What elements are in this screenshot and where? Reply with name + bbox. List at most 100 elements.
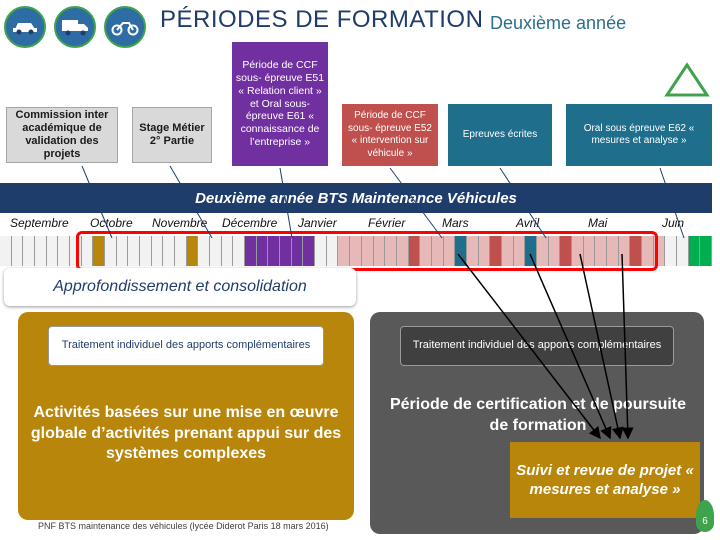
timeline-cell bbox=[186, 236, 199, 266]
oral-e62-box: Oral sous épreuve E62 « mesures et analy… bbox=[566, 104, 712, 166]
timeline-cell bbox=[501, 236, 514, 266]
month-label: Mars bbox=[442, 216, 469, 230]
timeline-cell bbox=[280, 236, 292, 266]
page-title: PÉRIODES DE FORMATION bbox=[160, 6, 484, 33]
timeline-cell bbox=[245, 236, 257, 266]
timeline-cell bbox=[571, 236, 584, 266]
commission-connector bbox=[81, 165, 113, 239]
month-label: Juin bbox=[662, 216, 685, 230]
right-apports-box: Traitement individuel des apports complé… bbox=[400, 326, 674, 366]
timeline-cell bbox=[420, 236, 432, 266]
timeline-cell bbox=[408, 236, 421, 266]
timeline-cell bbox=[221, 236, 234, 266]
arrow-mars bbox=[457, 253, 601, 440]
ccf-e51-box: Période de CCF sous- épreuve E51 « Relat… bbox=[232, 42, 328, 166]
timeline-cell bbox=[548, 236, 561, 266]
month-label: Septembre bbox=[10, 216, 69, 230]
timeline-cell bbox=[350, 236, 362, 266]
timeline-cell bbox=[385, 236, 397, 266]
page-number: 6 bbox=[696, 500, 714, 532]
timeline-cell bbox=[606, 236, 619, 266]
timeline-cell bbox=[618, 236, 631, 266]
suivi-projet-box: Suivi et revue de projet « mesures et an… bbox=[510, 442, 700, 518]
timeline-grid bbox=[0, 236, 712, 266]
timeline-cell bbox=[583, 236, 596, 266]
timeline-cell bbox=[151, 236, 164, 266]
commission-box: Commission inter académique de validatio… bbox=[6, 107, 118, 163]
truck-icon bbox=[54, 6, 96, 48]
month-label: Novembre bbox=[152, 216, 208, 230]
timeline-cell bbox=[128, 236, 141, 266]
timeline-cell bbox=[58, 236, 71, 266]
arrow-mai-end bbox=[621, 253, 634, 440]
timeline-cell bbox=[198, 236, 211, 266]
timeline-cell bbox=[688, 236, 701, 266]
timeline-cell bbox=[116, 236, 129, 266]
timeline-cell bbox=[140, 236, 152, 266]
timeline-cell bbox=[338, 236, 351, 266]
timeline-cell bbox=[560, 236, 572, 266]
month-label: Mai bbox=[588, 216, 608, 230]
month-label: Février bbox=[368, 216, 406, 230]
ecrites-connector bbox=[499, 167, 547, 239]
timeline-cell bbox=[466, 236, 479, 266]
timeline-cell bbox=[490, 236, 502, 266]
motorcycle-icon bbox=[104, 6, 146, 48]
stage-box: Stage Métier 2° Partie bbox=[132, 107, 212, 163]
ccf-e51-connector bbox=[279, 167, 293, 239]
right-panel-header: Phase réalisation de projet « mesures et… bbox=[383, 278, 699, 295]
timeline-cell bbox=[431, 236, 444, 266]
timeline-cell bbox=[46, 236, 59, 266]
timeline-cell bbox=[595, 236, 607, 266]
period-highlight bbox=[76, 231, 658, 271]
timeline-cell bbox=[536, 236, 549, 266]
timeline-cell bbox=[291, 236, 304, 266]
oral-e62-connector bbox=[659, 167, 685, 239]
timeline-cell bbox=[210, 236, 222, 266]
ccf-e52-connector bbox=[389, 167, 443, 239]
timeline-cell bbox=[233, 236, 246, 266]
arrow-mai bbox=[579, 253, 624, 440]
timeline-cell bbox=[525, 236, 537, 266]
month-label: Octobre bbox=[90, 216, 133, 230]
left-panel-body: Activités basées sur une mise en œuvre g… bbox=[30, 403, 342, 463]
triangle-icon bbox=[664, 62, 710, 97]
timeline-cell bbox=[268, 236, 281, 266]
timeline-cell bbox=[0, 236, 12, 266]
timeline-cell bbox=[455, 236, 467, 266]
timeline-cell bbox=[641, 236, 654, 266]
timeline-cell bbox=[396, 236, 409, 266]
timeline-cell bbox=[175, 236, 187, 266]
timeline-cell bbox=[373, 236, 386, 266]
timeline-cell bbox=[700, 236, 712, 266]
timeline-cell bbox=[315, 236, 327, 266]
left-apports-box: Traitement individuel des apports complé… bbox=[48, 326, 324, 366]
timeline-cell bbox=[23, 236, 36, 266]
car-icon bbox=[4, 6, 46, 48]
timeline-band: Deuxième année BTS Maintenance Véhicules bbox=[0, 183, 712, 213]
timeline-cell bbox=[11, 236, 24, 266]
timeline-cell bbox=[653, 236, 666, 266]
timeline-cell bbox=[665, 236, 677, 266]
month-label: Janvier bbox=[298, 216, 337, 230]
timeline-cell bbox=[70, 236, 82, 266]
timeline-cell bbox=[326, 236, 339, 266]
timeline-cell bbox=[630, 236, 642, 266]
timeline-cell bbox=[478, 236, 491, 266]
timeline-cell bbox=[443, 236, 456, 266]
timeline-cell bbox=[676, 236, 689, 266]
ccf-e52-box: Période de CCF sous- épreuve E52 « inter… bbox=[342, 104, 438, 166]
timeline-cell bbox=[35, 236, 47, 266]
timeline-cell bbox=[105, 236, 117, 266]
timeline-cell bbox=[93, 236, 106, 266]
timeline-cell bbox=[163, 236, 176, 266]
arrow-avril bbox=[529, 253, 612, 440]
stage-connector bbox=[169, 165, 213, 239]
left-panel-header: Approfondissement et consolidation bbox=[4, 268, 356, 306]
month-label: Décembre bbox=[222, 216, 278, 230]
timeline-cell bbox=[513, 236, 526, 266]
timeline-cell bbox=[361, 236, 374, 266]
footer-text: PNF BTS maintenance des véhicules (lycée… bbox=[38, 521, 329, 531]
